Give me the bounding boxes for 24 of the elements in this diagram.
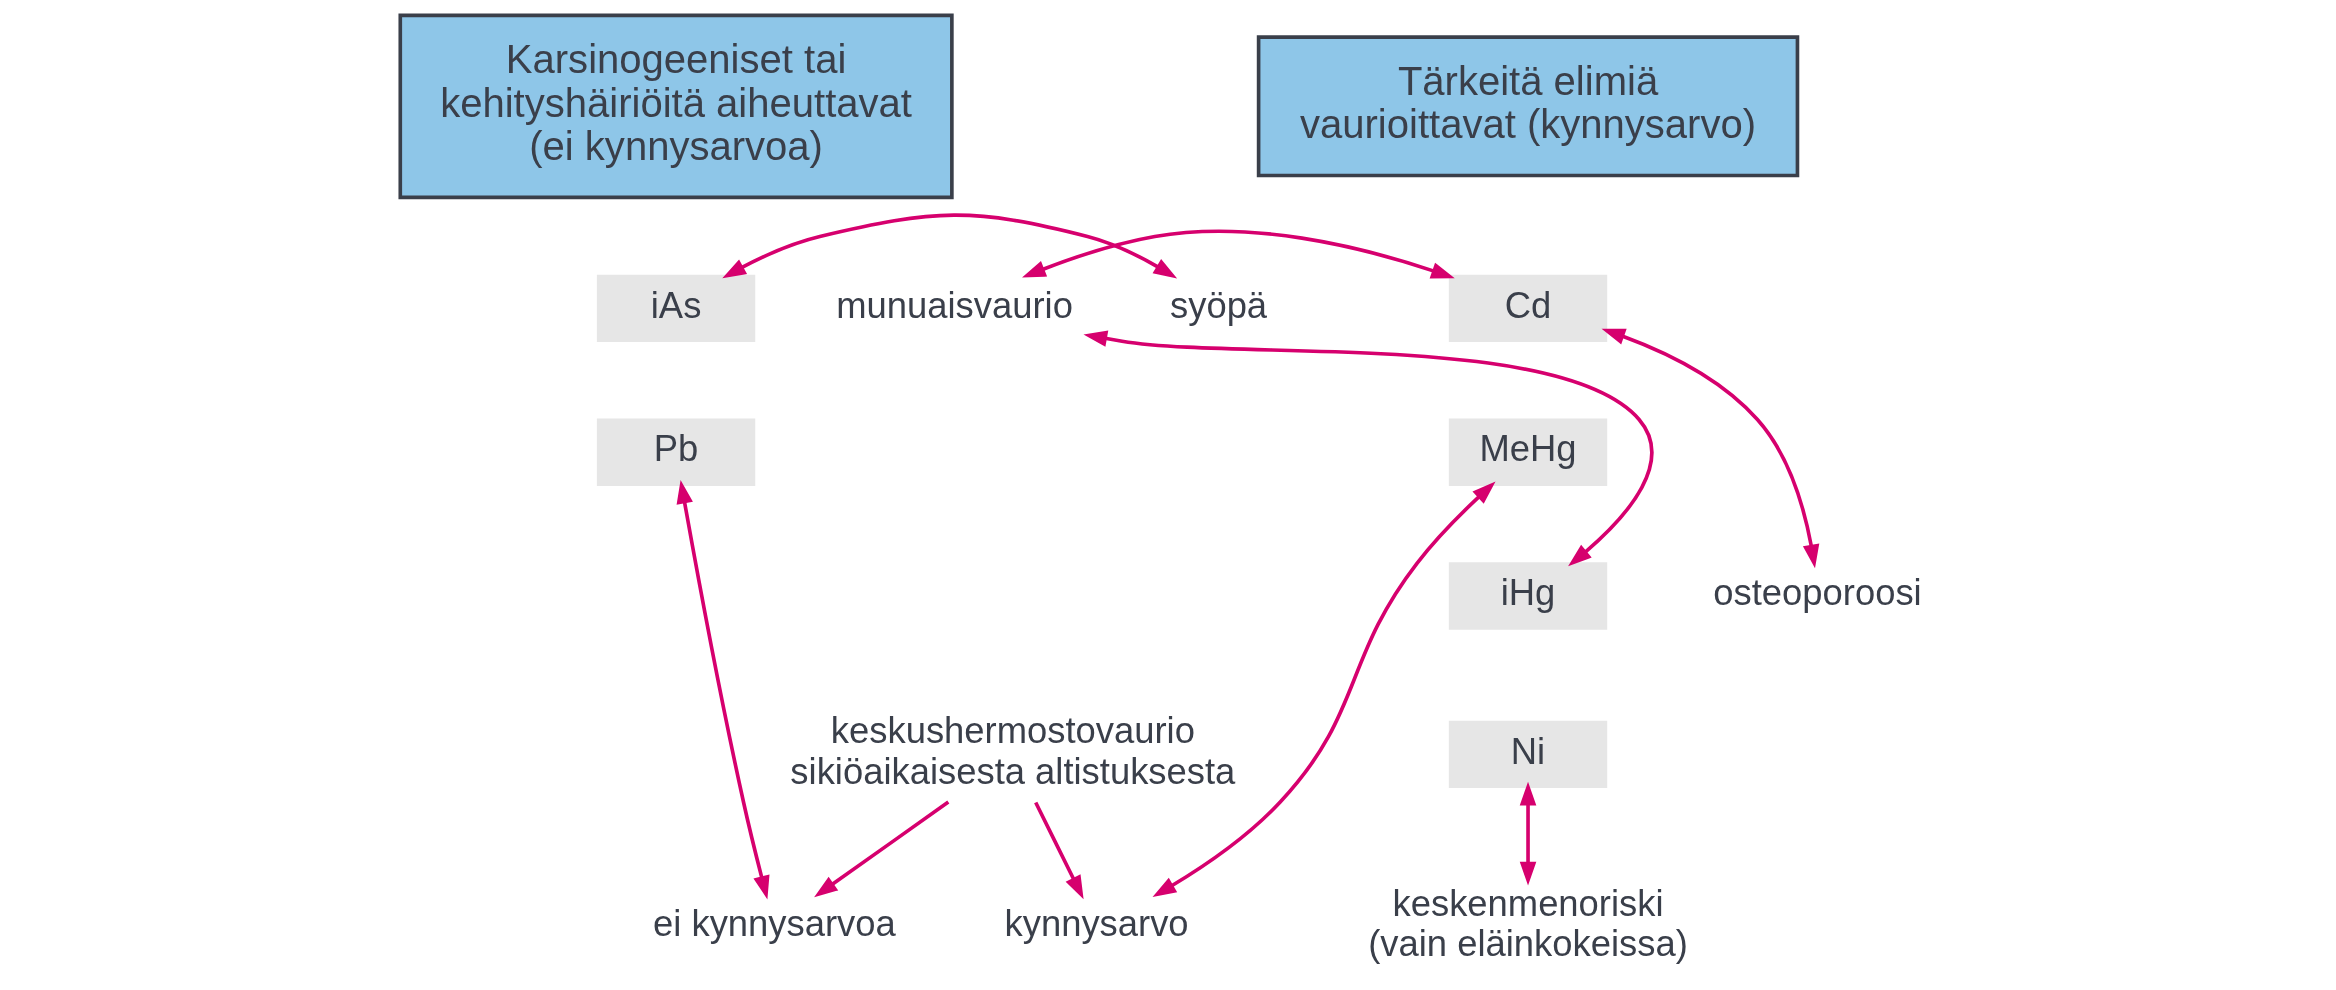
arrow [813, 800, 949, 898]
arrow [721, 213, 1177, 279]
arrow [676, 479, 769, 900]
arrow [1601, 328, 1819, 569]
node-text: keskenmenoriski (vain eläinkokeissa) [1367, 883, 1688, 965]
node-box: Tärkeitä elimiä vaurioittavat (kynnysarvo) [1256, 35, 1799, 178]
arrow [1021, 229, 1455, 279]
node-text: kynnysarvo [1004, 903, 1189, 945]
arrow [1152, 481, 1496, 897]
arrow [1519, 781, 1536, 886]
node-text: syöpä [1169, 284, 1267, 326]
node-text: munuaisvaurio [835, 284, 1073, 326]
arrow [1083, 330, 1653, 567]
node-box: Karsinogeeniset tai kehityshäiriöitä aiheuttavat (ei kynnysarvoa) [397, 13, 954, 200]
node-box: MeHg [1448, 418, 1607, 486]
arrow [1033, 801, 1084, 900]
node-box: iAs [596, 274, 755, 343]
node-box: Ni [1448, 720, 1607, 789]
node-box: iHg [1448, 562, 1607, 630]
node-box: Cd [1448, 274, 1607, 343]
node-text: osteoporoosi [1712, 572, 1922, 614]
node-box: Pb [596, 418, 755, 486]
node-text: keskushermostovaurio sikiöaikaisesta altistuksesta [789, 710, 1235, 792]
node-text: ei kynnysarvoa [652, 903, 896, 945]
